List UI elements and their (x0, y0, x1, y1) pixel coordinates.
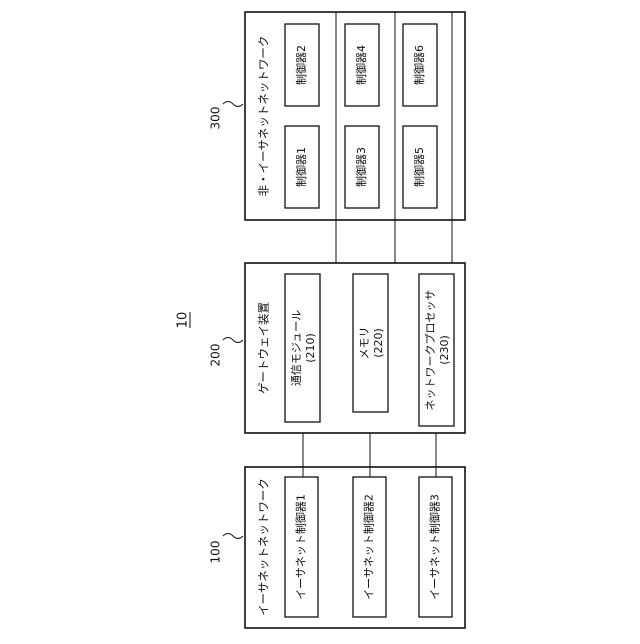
ethernet-controller-3-label: イーサネット制御器3 (428, 494, 442, 600)
gateway-leader (223, 338, 243, 343)
gateway-ref: 200 (209, 344, 223, 367)
controller-3-label: 制御器3 (354, 147, 368, 187)
comm-module-name: 通信モジュール (290, 310, 303, 386)
non-ethernet-network-leader (223, 102, 243, 107)
ethernet-network-title: イーサネットネットワーク (257, 478, 271, 616)
ethernet-controller-2-label: イーサネット制御器2 (362, 494, 376, 600)
non-ethernet-network-ref: 300 (209, 107, 223, 130)
ethernet-network-leader (223, 534, 243, 539)
controller-5-label: 制御器5 (412, 147, 426, 187)
controller-6-label: 制御器6 (412, 45, 426, 85)
non-ethernet-network-title: 非・イーサネットネットワーク (257, 36, 271, 197)
memory-code: (220) (372, 328, 385, 358)
controller-1-label: 制御器1 (294, 147, 308, 187)
ethernet-network-ref: 100 (209, 541, 223, 564)
controller-2-label: 制御器2 (294, 45, 308, 85)
network-processor-name: ネットワークプロセッサ (424, 290, 437, 411)
ethernet-controller-1-label: イーサネット制御器1 (294, 494, 308, 600)
network-processor-code: (230) (438, 335, 451, 365)
controller-4-label: 制御器4 (354, 45, 368, 85)
gateway-title: ゲートウェイ装置 (257, 302, 271, 394)
memory-name: メモリ (358, 327, 371, 360)
comm-module-code: (210) (304, 333, 317, 363)
figure-ref: 10 (176, 312, 191, 329)
